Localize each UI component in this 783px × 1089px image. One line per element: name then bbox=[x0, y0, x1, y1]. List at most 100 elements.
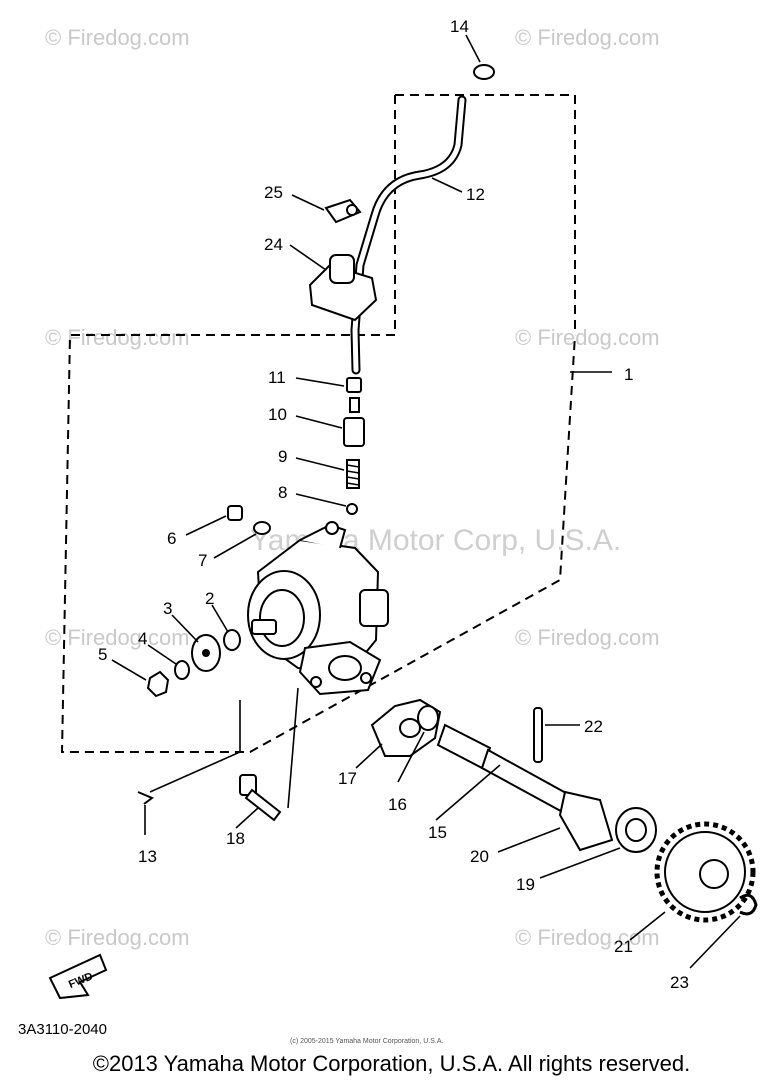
part-4-lock-washer bbox=[174, 660, 190, 680]
part-14-clip bbox=[473, 64, 495, 80]
callout-25: 25 bbox=[264, 183, 283, 202]
pump-bolt-hole-1 bbox=[310, 676, 322, 688]
part-7-washer bbox=[253, 521, 271, 535]
callout-16: 16 bbox=[388, 795, 407, 814]
part-10-bolt-body bbox=[343, 417, 365, 447]
callout-24: 24 bbox=[264, 235, 283, 254]
leader-3 bbox=[171, 614, 199, 643]
part-10-bolt-head bbox=[349, 397, 360, 413]
part-15-shaft bbox=[480, 748, 577, 817]
leader-8 bbox=[295, 493, 347, 507]
part-9-spring bbox=[346, 459, 360, 489]
leader-24 bbox=[289, 244, 327, 271]
callout-14: 14 bbox=[450, 17, 469, 36]
watermark-firedog-6: © Firedog.com bbox=[515, 625, 660, 650]
part-9-coil bbox=[346, 470, 360, 474]
callout-10: 10 bbox=[268, 405, 287, 424]
callout-8: 8 bbox=[278, 483, 287, 502]
callout-20: 20 bbox=[470, 847, 489, 866]
part-8-ball bbox=[346, 503, 358, 515]
leader-6 bbox=[185, 515, 227, 536]
callout-17: 17 bbox=[338, 769, 357, 788]
leader-12 bbox=[431, 177, 463, 193]
leader-20 bbox=[497, 827, 561, 853]
leader-11 bbox=[295, 377, 345, 387]
part-18-bolt-shank bbox=[244, 788, 282, 822]
part-20-collar bbox=[558, 790, 614, 852]
callout-15: 15 bbox=[428, 823, 447, 842]
leader-23 bbox=[689, 915, 741, 969]
part-21-gear-hub bbox=[699, 859, 729, 889]
callout-13: 13 bbox=[138, 847, 157, 866]
leader-19 bbox=[539, 847, 621, 879]
oil-pump-body bbox=[247, 521, 389, 696]
leader-18 bbox=[235, 807, 259, 829]
callout-12: 12 bbox=[466, 185, 485, 204]
leader-15 bbox=[435, 764, 501, 821]
part-9-coil bbox=[346, 476, 360, 480]
part-22-pin bbox=[533, 707, 543, 763]
assembly-boundary-lower bbox=[60, 334, 576, 753]
pump-cover-inner bbox=[259, 589, 305, 647]
leader-2 bbox=[211, 604, 229, 633]
leader-9 bbox=[295, 457, 345, 471]
pump-side-body bbox=[359, 589, 389, 627]
leader-18-path bbox=[287, 687, 299, 809]
callout-6: 6 bbox=[167, 529, 176, 548]
callout-21: 21 bbox=[614, 937, 633, 956]
callout-3: 3 bbox=[163, 599, 172, 618]
diagram-code: 3A3110-2040 bbox=[18, 1021, 107, 1038]
pump-bolt-hole-2 bbox=[360, 672, 372, 684]
pump-shaft bbox=[251, 619, 277, 635]
part-12-oil-pipe bbox=[352, 97, 465, 373]
part-13-clip bbox=[137, 791, 154, 805]
callout-9: 9 bbox=[278, 447, 287, 466]
part-25-clamp-ring bbox=[346, 204, 358, 216]
part-11-nut bbox=[346, 377, 362, 393]
part-15-worm-gear bbox=[436, 723, 492, 770]
part-3-pulley-hub bbox=[202, 649, 210, 657]
part-5-nut bbox=[146, 670, 170, 698]
part-19-bearing-inner bbox=[625, 818, 647, 842]
part-9-coil bbox=[346, 482, 360, 486]
part-21-gear bbox=[654, 821, 756, 923]
part-24-holder-top bbox=[329, 254, 355, 284]
callout-4: 4 bbox=[138, 629, 147, 648]
small-copyright: (c) 2005-2015 Yamaha Motor Corporation, … bbox=[290, 1038, 443, 1045]
watermark-firedog-7: © Firedog.com bbox=[45, 925, 190, 950]
callout-2: 2 bbox=[205, 589, 214, 608]
leader-13-path bbox=[149, 700, 241, 793]
leader-25 bbox=[291, 194, 325, 211]
callout-23: 23 bbox=[670, 973, 689, 992]
leader-16 bbox=[397, 731, 425, 783]
callout-5: 5 bbox=[98, 645, 107, 664]
callout-11: 11 bbox=[268, 368, 286, 387]
callout-1: 1 bbox=[624, 365, 633, 384]
forward-arrow-shape bbox=[48, 953, 108, 1000]
watermark-firedog-1: © Firedog.com bbox=[45, 25, 190, 50]
part-6-screw bbox=[227, 505, 243, 521]
callout-22: 22 bbox=[584, 717, 603, 736]
part-18-bolt bbox=[239, 774, 282, 822]
callout-18: 18 bbox=[226, 829, 245, 848]
copyright-footer: ©2013 Yamaha Motor Corporation, U.S.A. A… bbox=[92, 1051, 691, 1076]
leader-4 bbox=[147, 644, 177, 665]
watermark-firedog-8: © Firedog.com bbox=[515, 925, 660, 950]
pump-nipple bbox=[325, 521, 339, 535]
watermark-firedog-3: © Firedog.com bbox=[45, 325, 190, 350]
leader-14 bbox=[465, 34, 481, 63]
leader-5 bbox=[111, 659, 147, 681]
leader-10 bbox=[295, 415, 343, 429]
watermark-firedog-5: © Firedog.com bbox=[45, 625, 190, 650]
part-9-coil bbox=[346, 464, 360, 468]
forward-arrow-icon: FWD bbox=[48, 953, 108, 1000]
callout-19: 19 bbox=[516, 875, 535, 894]
part-15-drive-shaft bbox=[436, 723, 577, 817]
leader-17 bbox=[355, 743, 383, 769]
leader-7 bbox=[213, 533, 257, 559]
callout-7: 7 bbox=[198, 551, 207, 570]
watermark-firedog-4: © Firedog.com bbox=[515, 325, 660, 350]
part-17-gasket-hole bbox=[399, 718, 421, 738]
